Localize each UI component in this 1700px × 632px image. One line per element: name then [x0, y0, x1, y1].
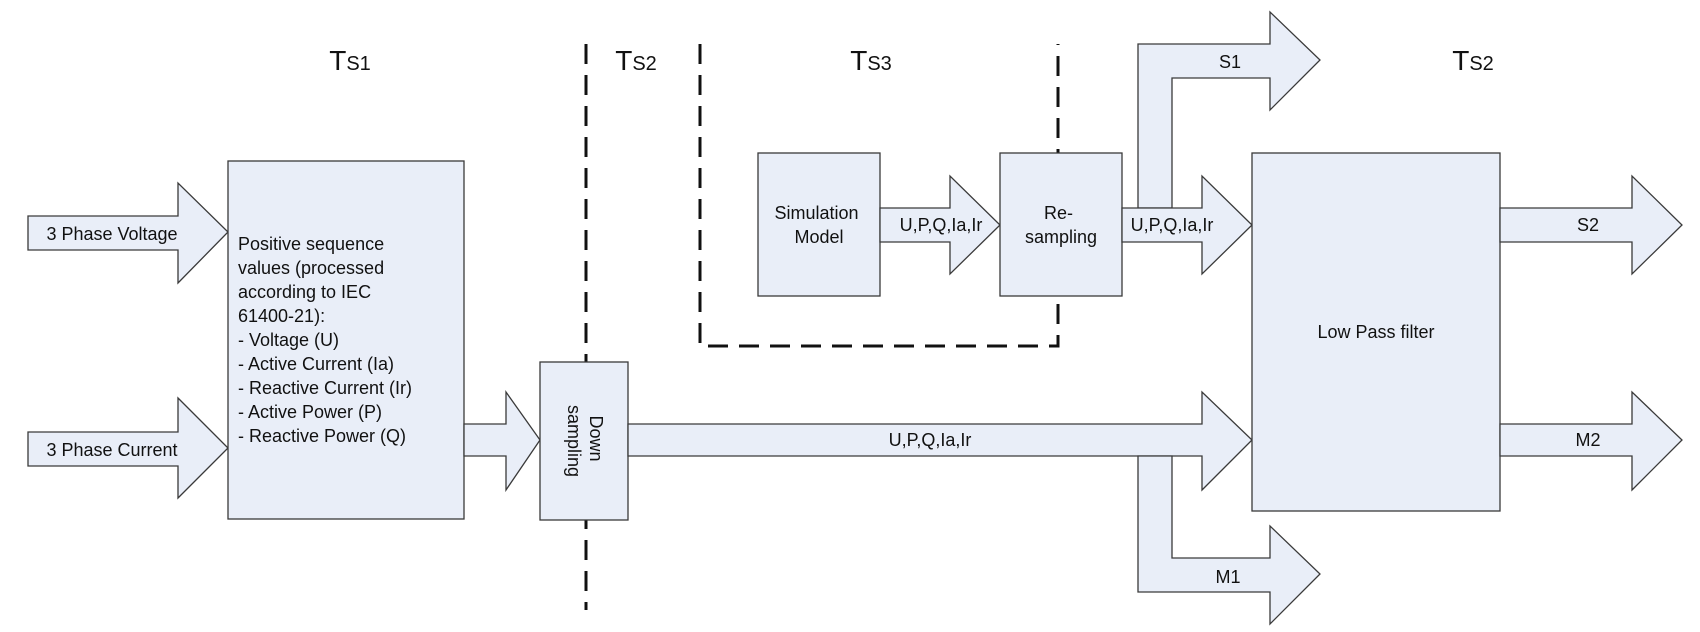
resampling-output-label: U,P,Q,Ia,Ir	[1131, 215, 1214, 235]
to-downsampling-arrow	[463, 389, 541, 493]
downsampling-box	[539, 361, 629, 521]
ts2-left-label: TS2	[615, 45, 657, 76]
simulation-model-box	[757, 152, 881, 297]
s2-label: S2	[1577, 215, 1599, 235]
main-bus-label: U,P,Q,Ia,Ir	[889, 430, 972, 450]
ts3-label: TS3	[850, 45, 892, 76]
m2-label: M2	[1575, 430, 1600, 450]
m1-branch-arrow	[1137, 455, 1321, 626]
s1-branch-arrow	[1137, 10, 1321, 209]
downsampling-text: Down sampling	[564, 405, 606, 477]
main-bus-arrow	[627, 390, 1253, 492]
resampling-box	[999, 152, 1123, 297]
current-input-label: 3 Phase Current	[46, 440, 177, 460]
m2-output-arrow	[1499, 390, 1683, 492]
simulation-model-text: Simulation Model	[774, 203, 863, 247]
s1-label: S1	[1219, 52, 1241, 72]
ts1-label: TS1	[329, 45, 371, 76]
simulation-output-label: U,P,Q,Ia,Ir	[900, 215, 983, 235]
m1-label: M1	[1215, 567, 1240, 587]
positive-sequence-box	[227, 160, 465, 520]
ts2-right-label: TS2	[1452, 45, 1494, 76]
resampling-text: Re- sampling	[1025, 203, 1097, 247]
current-input-arrow	[27, 396, 229, 500]
simulation-output-arrow	[879, 174, 1001, 276]
voltage-input-arrow	[27, 181, 229, 285]
voltage-input-label: 3 Phase Voltage	[46, 224, 177, 244]
low-pass-filter-box	[1251, 152, 1501, 512]
low-pass-filter-label: Low Pass filter	[1317, 322, 1434, 342]
positive-sequence-text: Positive sequence values (processed acco…	[238, 234, 417, 446]
resampling-output-arrow	[1121, 174, 1253, 276]
s2-output-arrow	[1499, 174, 1683, 276]
